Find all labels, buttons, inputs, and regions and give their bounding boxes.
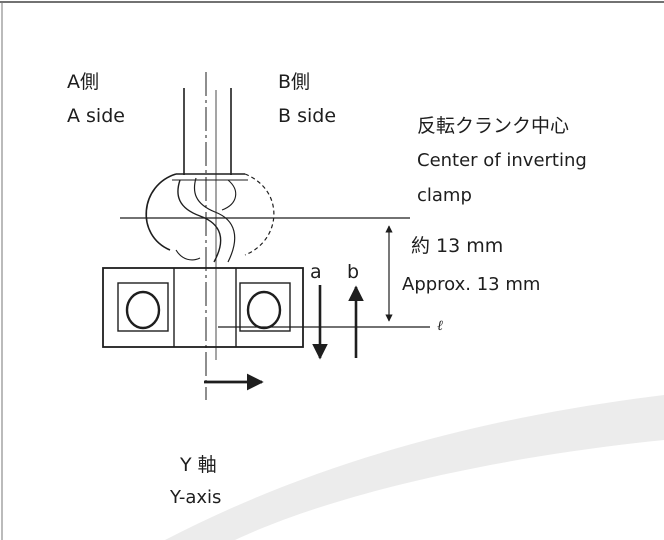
clamp-circle-solid: [145, 173, 177, 251]
reference-line-l-label: ℓ: [437, 318, 443, 334]
center-label-jp: 反転クランク中心: [417, 115, 570, 137]
y-axis-label-jp: Y 軸: [180, 454, 217, 476]
a-side-label-en: A side: [67, 105, 125, 127]
a-side-label-jp: A側: [67, 71, 99, 93]
clamp-spiral-curve-3: [221, 179, 237, 211]
left-pocket: [117, 282, 169, 332]
left-hole: [125, 290, 161, 330]
arrow-a-label: a: [310, 261, 322, 283]
distance-label-en: Approx. 13 mm: [402, 274, 541, 295]
right-pocket: [239, 282, 291, 332]
clamp-spiral-curve-2: [193, 177, 236, 263]
center-label-en-line1: Center of inverting: [417, 150, 587, 171]
right-hole: [246, 290, 282, 330]
center-label-en-line2: clamp: [417, 185, 472, 206]
b-side-label-en: B side: [278, 105, 337, 127]
watermark-swoosh: [165, 395, 664, 540]
y-axis-label-en: Y-axis: [170, 487, 222, 508]
b-side-label-jp: B側: [278, 71, 311, 93]
clamp-spiral-curve-1: [177, 179, 222, 263]
arrow-b-label: b: [347, 261, 360, 283]
block-outer: [102, 267, 304, 348]
clamp-circle-dashed: [244, 173, 275, 256]
clamp-spiral-curve-4: [175, 249, 201, 261]
distance-label-jp: 約 13 mm: [411, 235, 504, 257]
